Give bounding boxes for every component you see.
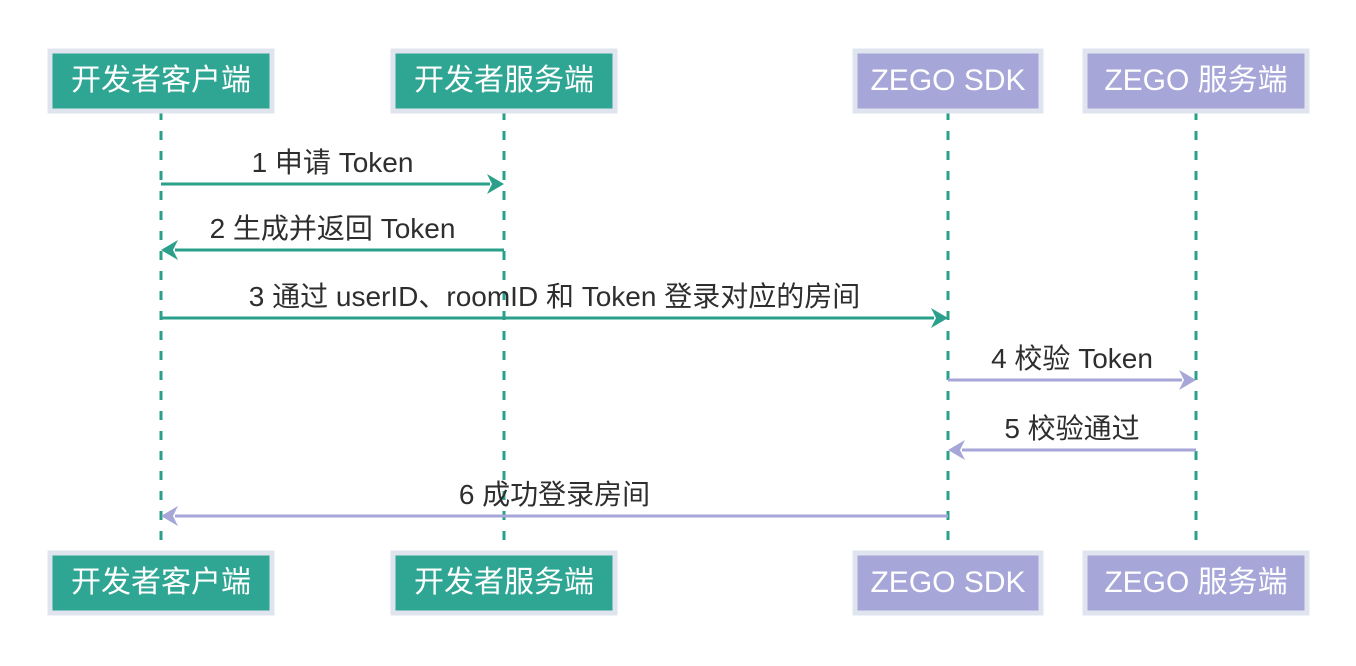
message-label-2: 2 生成并返回 Token [210, 213, 456, 244]
message-6: 6 成功登录房间 [161, 479, 948, 526]
participant-rect-developer-client[interactable] [47, 550, 275, 616]
participant-label-zego-server: ZEGO 服务端 [1104, 64, 1287, 97]
message-4: 4 校验 Token [948, 343, 1196, 390]
participant-box-top-zego-server[interactable]: ZEGO 服务端 [1082, 48, 1310, 114]
participant-box-top-zego-sdk[interactable]: ZEGO SDK [852, 48, 1044, 114]
message-label-3: 3 通过 userID、roomID 和 Token 登录对应的房间 [249, 281, 860, 312]
message-1: 1 申请 Token [161, 147, 504, 194]
arrow-head-6 [161, 506, 178, 526]
participant-rect-zego-sdk[interactable] [852, 550, 1044, 616]
participant-rect-developer-server[interactable] [390, 550, 618, 616]
arrow-head-3 [931, 308, 948, 328]
message-3: 3 通过 userID、roomID 和 Token 登录对应的房间 [161, 281, 948, 328]
message-label-6: 6 成功登录房间 [459, 479, 650, 510]
participant-box-bottom-developer-client[interactable]: 开发者客户端 [47, 550, 275, 616]
message-5: 5 校验通过 [948, 413, 1196, 460]
participant-label-zego-sdk: ZEGO SDK [870, 566, 1025, 599]
participant-rect-zego-server[interactable] [1082, 48, 1310, 114]
message-label-5: 5 校验通过 [1004, 413, 1139, 444]
message-label-4: 4 校验 Token [991, 343, 1153, 374]
participant-box-bottom-zego-sdk[interactable]: ZEGO SDK [852, 550, 1044, 616]
message-2: 2 生成并返回 Token [161, 213, 504, 260]
participant-box-top-developer-server[interactable]: 开发者服务端 [390, 48, 618, 114]
participant-label-developer-client: 开发者客户端 [71, 64, 251, 97]
arrow-head-4 [1179, 370, 1196, 390]
participant-box-top-developer-client[interactable]: 开发者客户端 [47, 48, 275, 114]
arrow-head-5 [948, 440, 965, 460]
participant-label-zego-sdk: ZEGO SDK [870, 64, 1025, 97]
participant-label-developer-server: 开发者服务端 [414, 64, 594, 97]
participant-label-zego-server: ZEGO 服务端 [1104, 566, 1287, 599]
participant-rect-developer-server[interactable] [390, 48, 618, 114]
participant-rect-zego-server[interactable] [1082, 550, 1310, 616]
participant-box-bottom-zego-server[interactable]: ZEGO 服务端 [1082, 550, 1310, 616]
arrow-head-1 [487, 174, 504, 194]
participant-box-bottom-developer-server[interactable]: 开发者服务端 [390, 550, 618, 616]
participant-label-developer-server: 开发者服务端 [414, 566, 594, 599]
participant-rect-developer-client[interactable] [47, 48, 275, 114]
participant-rect-zego-sdk[interactable] [852, 48, 1044, 114]
message-label-1: 1 申请 Token [252, 147, 414, 178]
arrow-head-2 [161, 240, 178, 260]
participant-label-developer-client: 开发者客户端 [71, 566, 251, 599]
